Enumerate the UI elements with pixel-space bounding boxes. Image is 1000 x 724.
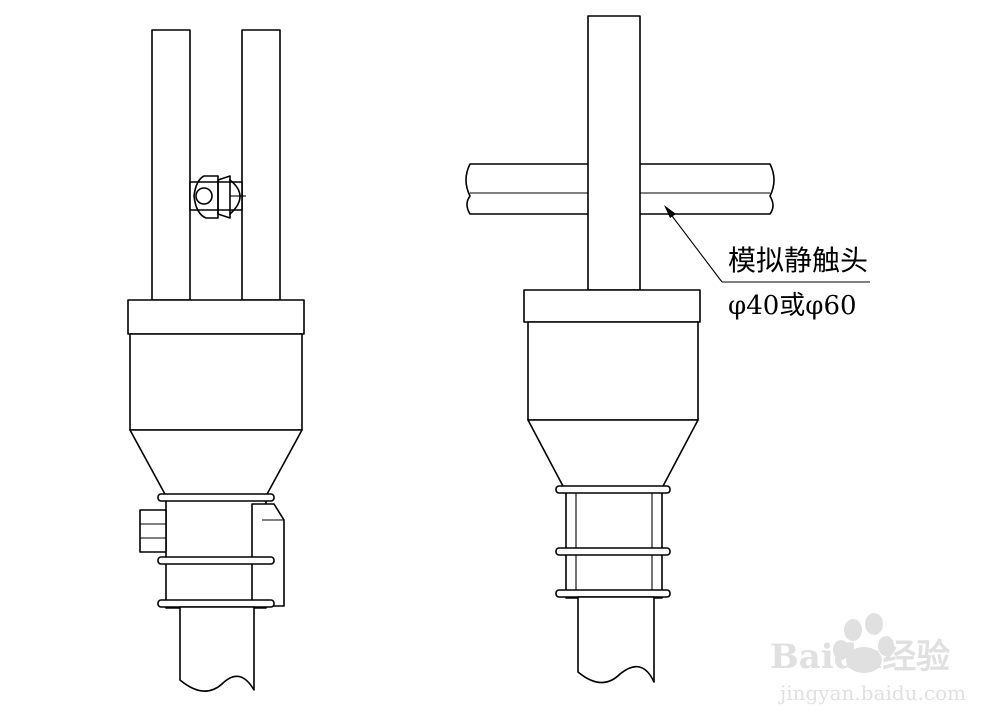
right-top-collar bbox=[523, 289, 701, 323]
left-ring-1 bbox=[157, 493, 275, 502]
left-cone bbox=[129, 429, 303, 497]
right-cone bbox=[527, 419, 699, 489]
paw-logo bbox=[833, 613, 894, 673]
callout-leader bbox=[664, 205, 870, 283]
hex-nut bbox=[139, 509, 167, 553]
right-assembly bbox=[465, 15, 775, 684]
left-cable-stub bbox=[179, 606, 255, 692]
right-ring-1 bbox=[555, 485, 671, 494]
left-assembly bbox=[127, 29, 305, 692]
left-jaw-bar bbox=[151, 29, 191, 301]
watermark-brand: Baidu经验 bbox=[770, 637, 950, 677]
left-ring-2 bbox=[157, 556, 275, 565]
right-shaft bbox=[565, 487, 663, 599]
watermark-url: jingyan.baidu.com bbox=[778, 681, 966, 705]
clamp-bolt bbox=[189, 175, 246, 219]
left-ring-3 bbox=[157, 599, 275, 608]
callout-line-2: φ40或φ60 bbox=[728, 291, 857, 321]
right-ring-3 bbox=[555, 589, 671, 598]
right-ring-2 bbox=[555, 547, 671, 556]
callout-line-1: 模拟静触头 bbox=[728, 244, 868, 277]
right-cylinder-body bbox=[527, 321, 699, 421]
static-contact-rod bbox=[587, 15, 641, 291]
side-clamp bbox=[251, 503, 285, 607]
left-top-collar bbox=[127, 299, 305, 335]
baidu-watermark: Baidu经验 jingyan.baidu.com bbox=[770, 613, 966, 705]
left-shaft bbox=[165, 495, 267, 609]
right-cable-stub bbox=[577, 596, 655, 684]
right-jaw-bar bbox=[241, 29, 281, 301]
left-cylinder-body bbox=[129, 333, 303, 431]
